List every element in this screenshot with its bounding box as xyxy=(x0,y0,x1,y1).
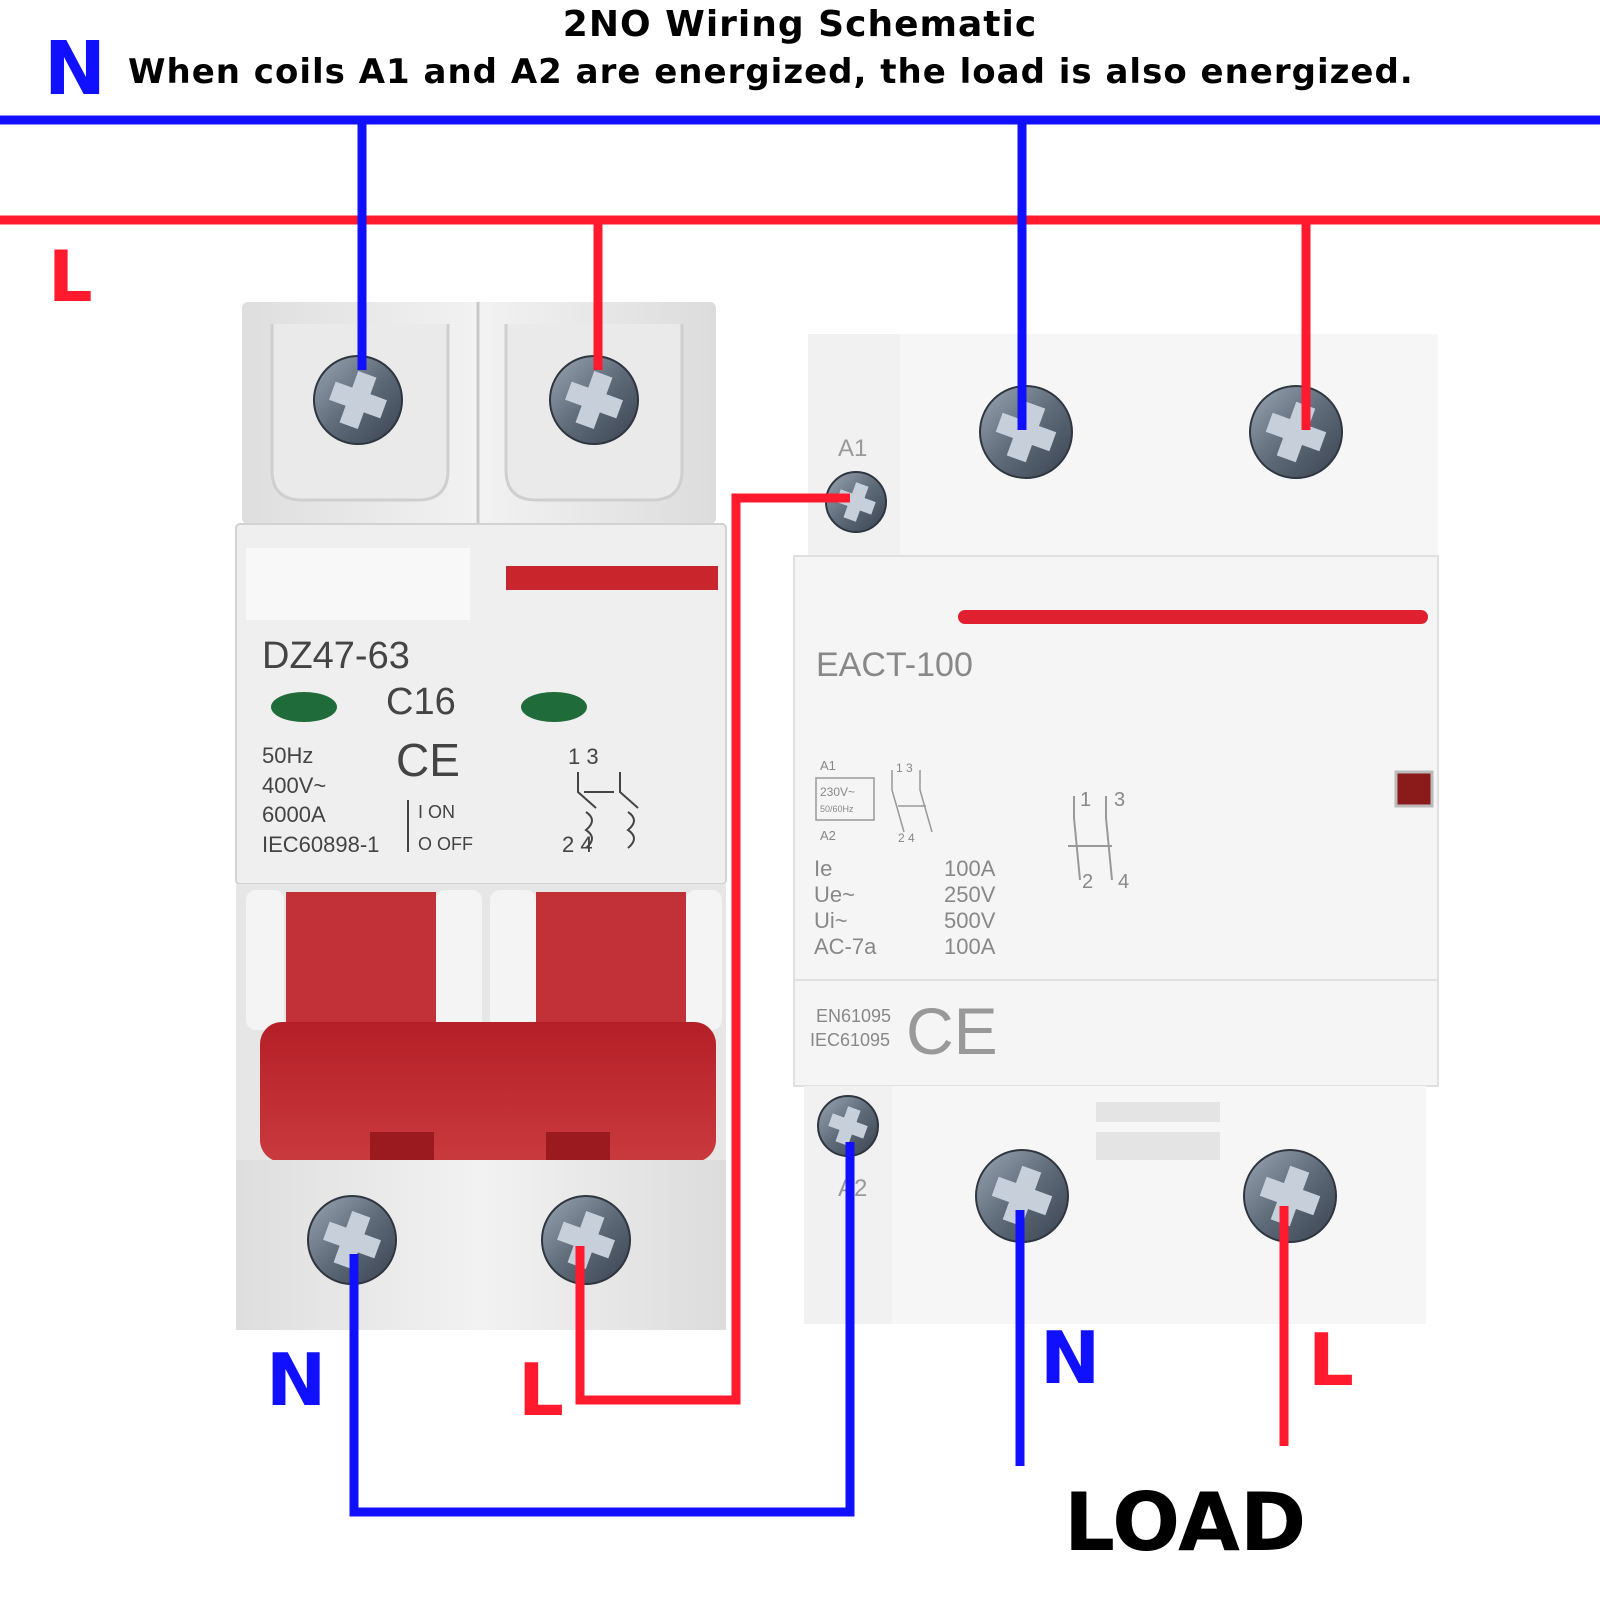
breaker-ce-mark: CE xyxy=(396,734,460,786)
circuit-breaker: DZ47-63 C16 50Hz 400V~ 6000A IEC60898-1 … xyxy=(235,302,727,1330)
rating-label-0: Ie xyxy=(814,856,832,881)
rating-label-3: AC-7a xyxy=(814,934,877,959)
breaker-handle-guard-4 xyxy=(686,890,722,1030)
breaker-contact-bottom: 2 4 xyxy=(562,832,593,857)
line-rail-label: L xyxy=(48,236,93,318)
contactor-standard-en: EN61095 xyxy=(816,1006,891,1026)
breaker-indicator-left xyxy=(271,692,337,722)
contactor-small-contact-numbers: 1 3 xyxy=(896,761,913,775)
breaker-bottom-right-screw-icon[interactable] xyxy=(541,1195,631,1285)
contactor-coil-box xyxy=(815,777,875,821)
contactor-status-window xyxy=(1394,770,1434,808)
diagram-title: 2NO Wiring Schematic xyxy=(562,4,1038,45)
load-label: LOAD xyxy=(1064,1476,1307,1569)
contactor-coil-freq: 50/60Hz xyxy=(820,804,854,814)
contactor-coil-a1-label: A1 xyxy=(838,435,867,462)
breaker-model: DZ47-63 xyxy=(262,635,410,677)
diagram-subtitle: When coils A1 and A2 are energized, the … xyxy=(128,52,1414,92)
breaker-off-label: O OFF xyxy=(418,834,473,854)
breaker-handle-notch-left xyxy=(370,1132,434,1162)
contactor-slot-2 xyxy=(1096,1132,1220,1160)
contactor-large-contact-symbol xyxy=(1068,796,1113,881)
breaker-handle-guard-3 xyxy=(490,890,536,1030)
breaker-output-l-label: L xyxy=(518,1348,564,1432)
breaker-handle-pole-right xyxy=(536,892,686,1032)
contactor-ce-mark: CE xyxy=(906,994,998,1068)
contactor-top-right-screw-icon[interactable] xyxy=(1249,385,1343,479)
rating-value-2: 500V xyxy=(944,908,996,933)
contactor-coil-voltage: 230V~ xyxy=(820,785,855,799)
rating-label-2: Ui~ xyxy=(814,908,848,933)
breaker-standard: IEC60898-1 xyxy=(262,832,379,857)
contactor-coil-label-a1: A1 xyxy=(820,758,836,773)
breaker-indicator-right xyxy=(521,692,587,722)
breaker-freq: 50Hz xyxy=(262,743,313,768)
breaker-rating: C16 xyxy=(386,681,456,723)
load-line-label: L xyxy=(1308,1318,1354,1402)
breaker-top-left-screw-icon[interactable] xyxy=(313,355,403,445)
contactor-contact-bottom-4: 4 xyxy=(1118,871,1129,893)
rating-label-1: Ue~ xyxy=(814,882,855,907)
contactor-contact-top-1: 1 xyxy=(1080,789,1091,811)
load-neutral-label: N xyxy=(1040,1316,1101,1400)
rating-value-1: 250V xyxy=(944,882,996,907)
contactor-bottom-left-screw-icon[interactable] xyxy=(975,1149,1069,1243)
neutral-rail-label: N xyxy=(44,26,106,112)
contactor-standard-iec: IEC61095 xyxy=(810,1030,890,1050)
contactor: EACT-100 A1 230V~ 50/60Hz A2 1 3 2 4 1 3… xyxy=(793,334,1439,1324)
breaker-contact-symbol xyxy=(577,772,639,849)
breaker-capacity: 6000A xyxy=(262,802,326,827)
breaker-on-label: I ON xyxy=(418,802,455,822)
breaker-handle-notch-right xyxy=(546,1132,610,1162)
breaker-top-right-screw-icon[interactable] xyxy=(549,355,639,445)
contactor-bottom-right-screw-icon[interactable] xyxy=(1243,1149,1337,1243)
breaker-label-blank xyxy=(246,548,470,620)
breaker-handle-guard-2 xyxy=(436,890,482,1030)
contactor-model: EACT-100 xyxy=(816,646,973,684)
breaker-handle-bar[interactable] xyxy=(260,1022,716,1162)
breaker-handle-pole-left xyxy=(286,892,436,1032)
contactor-contact-bottom-2: 2 xyxy=(1082,871,1093,893)
breaker-contact-top: 1 3 xyxy=(568,744,599,769)
contactor-red-stripe xyxy=(958,610,1428,624)
contactor-small-contact-symbol xyxy=(891,770,933,833)
breaker-bottom-left-screw-icon[interactable] xyxy=(307,1195,397,1285)
wire-breaker-n-to-a2 xyxy=(349,1142,855,1517)
contactor-contact-top-3: 3 xyxy=(1114,789,1125,811)
contactor-small-contact-numbers-bottom: 2 4 xyxy=(898,831,915,845)
coil-a1-screw-icon[interactable] xyxy=(825,471,887,533)
contactor-coil-label-a2: A2 xyxy=(820,828,836,843)
rating-value-3: 100A xyxy=(944,934,996,959)
breaker-red-stripe xyxy=(506,566,718,590)
breaker-voltage: 400V~ xyxy=(262,773,326,798)
contactor-slot-1 xyxy=(1096,1102,1220,1122)
wires xyxy=(0,115,1600,1517)
contactor-top-inner xyxy=(900,334,1438,556)
wire-breaker-l-to-a1 xyxy=(575,493,850,1405)
rating-value-0: 100A xyxy=(944,856,996,881)
contactor-top-left-screw-icon[interactable] xyxy=(979,385,1073,479)
breaker-output-n-label: N xyxy=(266,1338,327,1422)
breaker-handle-guard-1 xyxy=(246,890,284,1030)
